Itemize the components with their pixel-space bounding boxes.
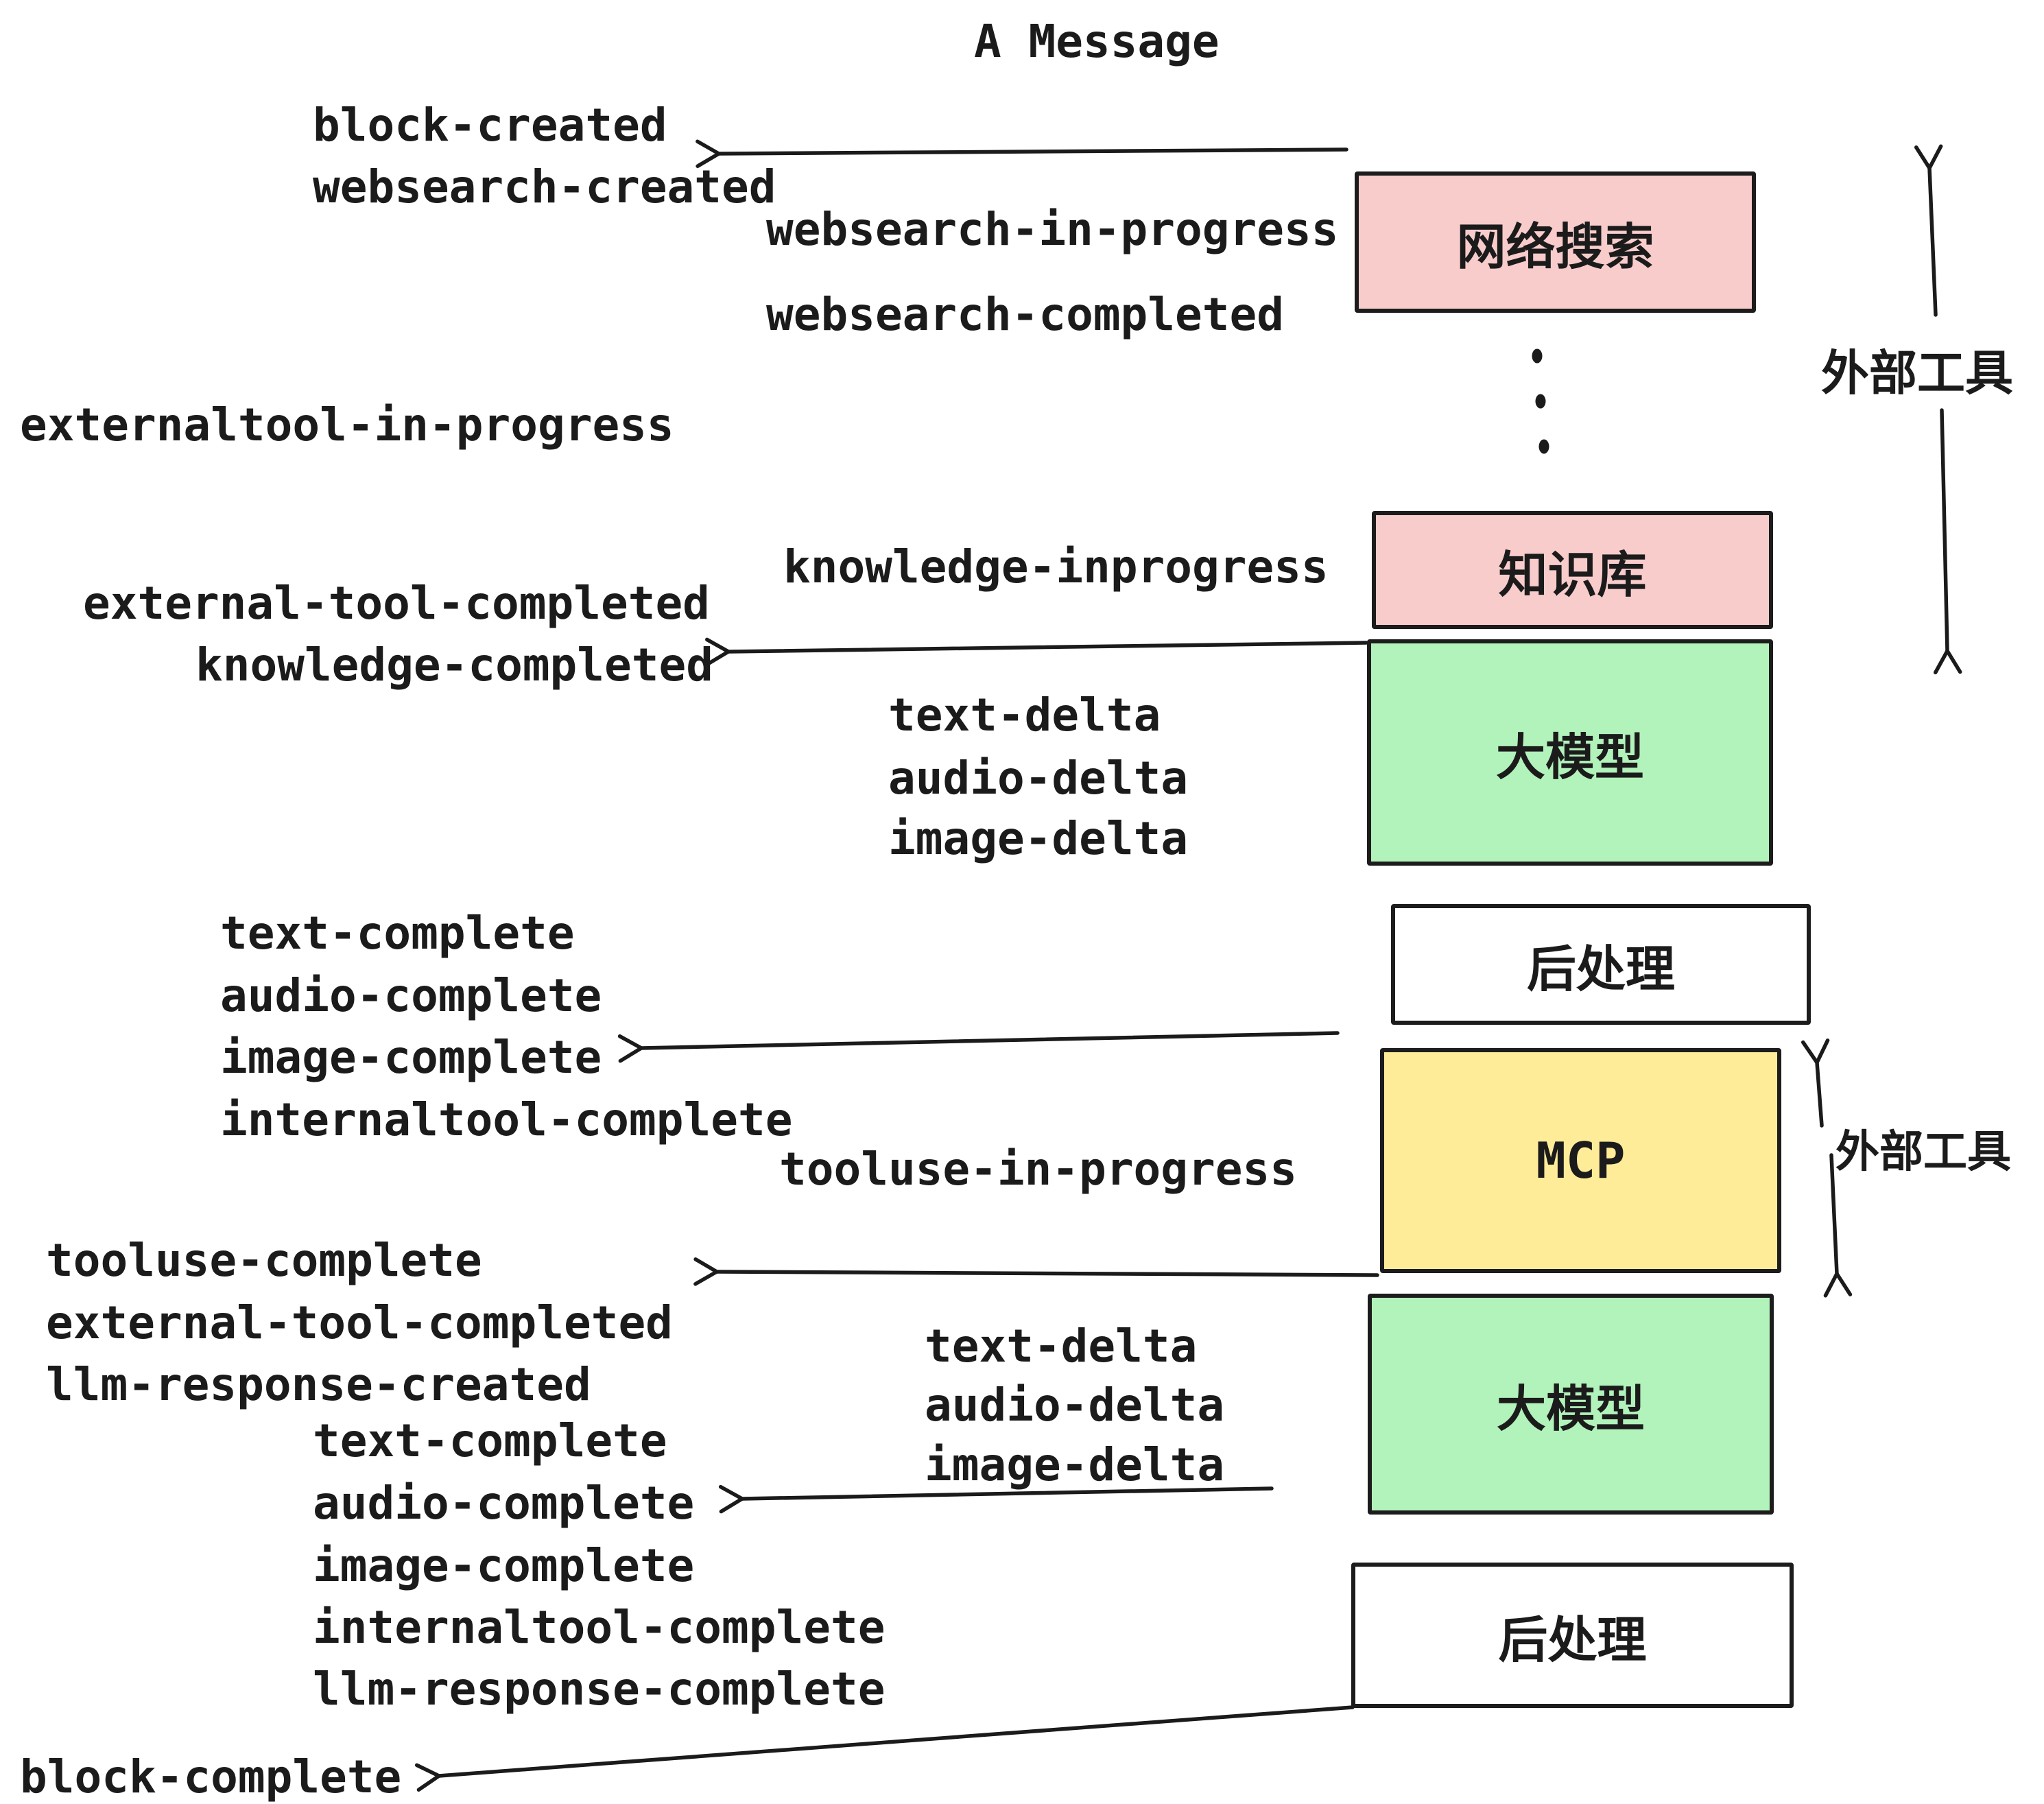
event-text-delta-2: text-delta (925, 1320, 1198, 1373)
event-externaltool-in-progress: externaltool-in-progress (20, 399, 674, 451)
event-tooluse-complete: tooluse-complete (46, 1234, 482, 1287)
ellipsis-dot (1538, 439, 1549, 454)
external-tools-top-label: 外部工具 (1821, 345, 2013, 401)
event-websearch-created: websearch-created (313, 161, 776, 213)
event-internaltool-complete: internaltool-complete (220, 1093, 793, 1146)
arrow-image-complete (641, 1031, 1340, 1048)
event-external-tool-completed: external-tool-completed (83, 577, 710, 630)
event-image-delta-2: image-delta (925, 1438, 1225, 1491)
event-image-delta: image-delta (888, 812, 1189, 865)
box-llm-bottom: 大模型 (1368, 1294, 1774, 1515)
ellipsis-dot (1532, 348, 1543, 364)
box-post-top: 后处理 (1391, 904, 1811, 1025)
box-mcp-label: MCP (1536, 1132, 1626, 1189)
box-knowledge: 知识库 (1372, 511, 1773, 629)
event-text-complete-2: text-complete (313, 1414, 667, 1467)
event-text-complete: text-complete (220, 907, 575, 960)
event-audio-delta-2: audio-delta (925, 1379, 1225, 1432)
box-mcp: MCP (1380, 1048, 1781, 1273)
event-block-complete: block-complete (20, 1750, 402, 1803)
box-llm-bottom-label: 大模型 (1496, 1379, 1645, 1438)
event-tooluse-in-progress: tooluse-in-progress (779, 1143, 1297, 1196)
event-text-delta: text-delta (888, 689, 1161, 741)
box-post-bottom-label: 后处理 (1498, 1611, 1647, 1669)
box-knowledge-label: 知识库 (1498, 545, 1647, 604)
event-block-created: block-created (313, 99, 667, 152)
event-websearch-in-progress: websearch-in-progress (766, 203, 1339, 256)
event-audio-delta: audio-delta (888, 752, 1189, 805)
event-llm-response-complete: llm-response-complete (313, 1663, 886, 1716)
external-tools-top-down-arrow (1942, 408, 1947, 651)
event-image-complete: image-complete (220, 1031, 602, 1084)
event-llm-response-created: llm-response-created (46, 1358, 591, 1411)
diagram-title: A Message (974, 15, 1220, 68)
box-llm-top: 大模型 (1367, 639, 1773, 866)
arrow-tooluse-complete (717, 1272, 1379, 1275)
event-knowledge-inprogress: knowledge-inprogress (783, 541, 1329, 593)
event-image-complete-2: image-complete (313, 1539, 695, 1592)
event-external-tool-completed-2: external-tool-completed (46, 1296, 673, 1349)
ellipsis-dot (1535, 394, 1546, 409)
arrow-block-created (719, 150, 1348, 154)
box-llm-top-label: 大模型 (1495, 728, 1644, 786)
box-websearch-label: 网络搜索 (1456, 217, 1654, 276)
box-post-bottom: 后处理 (1351, 1563, 1794, 1708)
external-tools-mcp-label: 外部工具 (1835, 1127, 2011, 1178)
event-websearch-completed: websearch-completed (766, 288, 1284, 341)
external-tools-top-up-arrow (1929, 168, 1936, 317)
arrow-block-complete (439, 1705, 1355, 1776)
external-tools-mcp-up-arrow (1817, 1063, 1822, 1128)
event-knowledge-completed: knowledge-completed (195, 639, 713, 691)
event-audio-complete-2: audio-complete (313, 1477, 695, 1530)
arrow-knowledge-completed (728, 643, 1368, 652)
event-audio-complete: audio-complete (220, 969, 602, 1022)
event-internaltool-complete-2: internaltool-complete (313, 1601, 886, 1654)
box-post-top-label: 后处理 (1526, 940, 1675, 998)
box-websearch: 网络搜索 (1355, 171, 1756, 313)
